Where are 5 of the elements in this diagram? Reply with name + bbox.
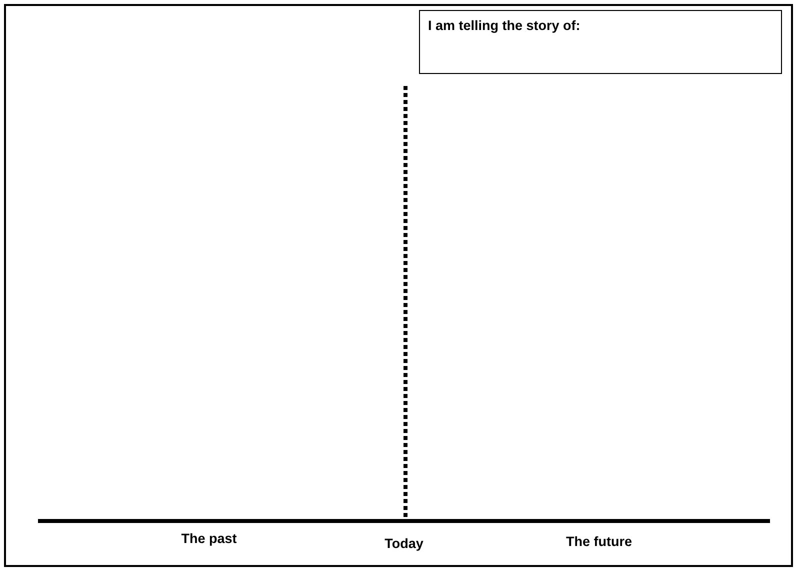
timeline-label: The past: [181, 531, 237, 546]
prompt-label: I am telling the story of:: [428, 18, 580, 33]
timeline-label: The future: [566, 534, 632, 549]
timeline-label: Today: [384, 536, 424, 551]
answer-box: [419, 10, 782, 74]
